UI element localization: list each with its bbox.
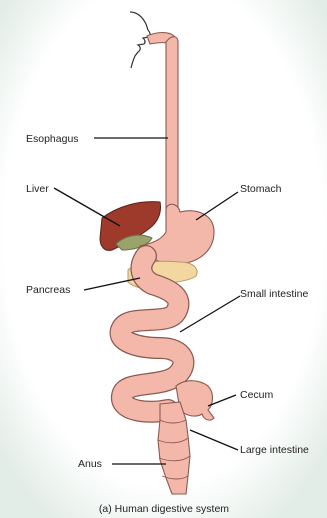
large-intestine [158, 402, 190, 494]
label-large-intestine: Large intestine [240, 444, 309, 456]
leader-large-intestine [190, 430, 238, 450]
label-liver: Liver [26, 183, 49, 195]
label-small-intestine: Small intestine [240, 288, 308, 300]
leader-liver [54, 188, 120, 226]
esophagus [166, 37, 178, 216]
label-cecum: Cecum [240, 389, 274, 401]
figure-caption: (a) Human digestive system [99, 503, 229, 515]
label-pancreas: Pancreas [26, 284, 70, 296]
label-stomach: Stomach [240, 183, 282, 195]
label-anus: Anus [78, 458, 102, 470]
face-profile [130, 12, 150, 68]
label-esophagus: Esophagus [26, 133, 79, 145]
leader-stomach [196, 192, 238, 220]
